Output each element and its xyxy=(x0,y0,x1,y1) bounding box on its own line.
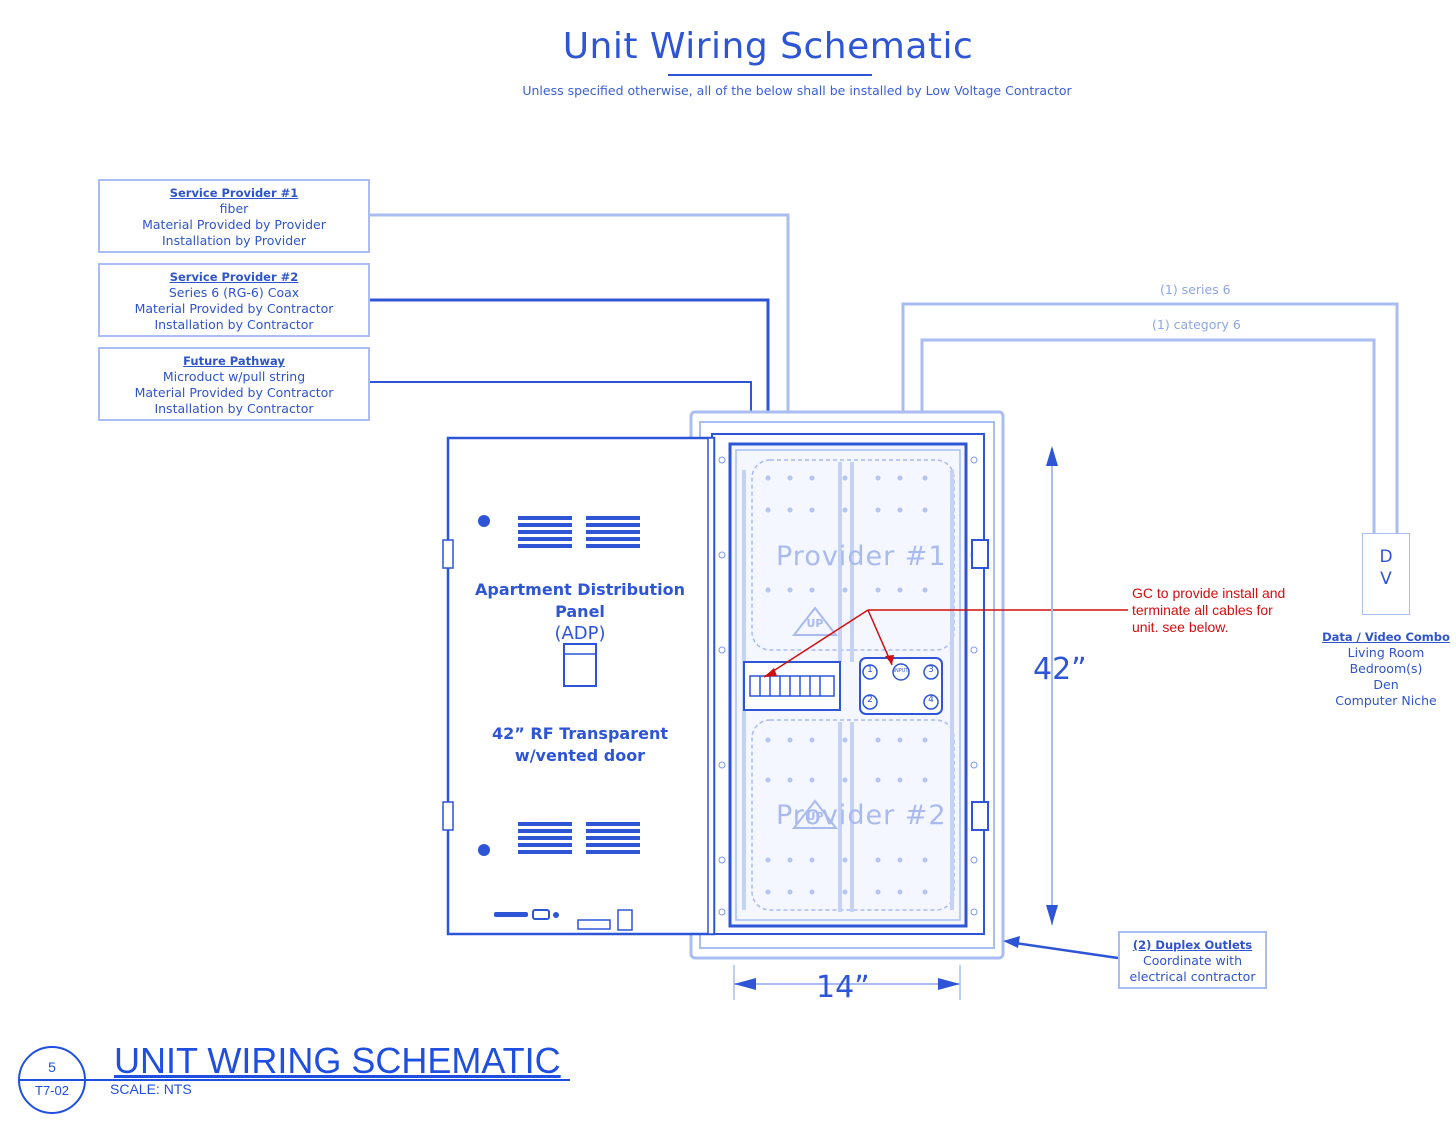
dv-letter: D xyxy=(1379,547,1393,567)
terminal-strip xyxy=(743,661,841,711)
cable-future-pathway xyxy=(370,381,752,412)
service-provider-2-heading: Service Provider #2 xyxy=(169,270,299,284)
gc-annotation-line: GC to provide install and xyxy=(1132,585,1286,601)
drawing-scale: SCALE: NTS xyxy=(110,1081,192,1097)
panel-desc-line: 42” RF Transparent xyxy=(492,724,668,743)
drawing-title: UNIT WIRING SCHEMATIC xyxy=(114,1040,561,1081)
service-provider-1-heading: Service Provider #1 xyxy=(169,186,299,200)
data-video-location: Computer Niche xyxy=(1335,693,1437,708)
data-video-location: Den xyxy=(1373,677,1399,692)
future-pathway-box: Future Pathway Microduct w/pull string M… xyxy=(98,347,370,421)
panel-name: Apartment Distribution Panel xyxy=(475,580,685,621)
up-label-2: UP xyxy=(806,810,824,823)
dv-letter: V xyxy=(1380,569,1392,589)
panel-name-block: Apartment Distribution Panel (ADP) xyxy=(452,579,708,645)
service-provider-2-box: Service Provider #2 Series 6 (RG-6) Coax… xyxy=(98,263,370,337)
schematic-title: Unit Wiring Schematic xyxy=(562,26,974,67)
service-provider-1-line: Material Provided by Provider xyxy=(142,217,326,232)
service-provider-2-line: Material Provided by Contractor xyxy=(134,301,334,316)
duplex-outlets-box: (2) Duplex Outlets Coordinate with elect… xyxy=(1118,931,1267,989)
data-video-heading: Data / Video Combo xyxy=(1322,630,1450,644)
provider-2-label: Provider #2 xyxy=(776,800,947,831)
detail-number: 5 xyxy=(48,1059,56,1075)
duplex-outlets-heading: (2) Duplex Outlets xyxy=(1132,938,1253,952)
duplex-outlets-line: Coordinate with xyxy=(1142,953,1243,968)
splitter-port: 3 xyxy=(928,665,934,675)
splitter xyxy=(859,657,943,715)
up-label-1: UP xyxy=(806,617,824,630)
provider-1-label: Provider #1 xyxy=(776,541,947,572)
service-provider-2-line: Installation by Contractor xyxy=(154,317,314,332)
sheet-number: T7-02 xyxy=(35,1083,69,1098)
splitter-input-label: INPUT xyxy=(893,668,909,674)
dimension-width-label: 14” xyxy=(816,970,870,1005)
cable-provider-2 xyxy=(370,298,770,412)
service-provider-1-box: Service Provider #1 fiber Material Provi… xyxy=(98,179,370,253)
cable-series-6 xyxy=(901,302,1399,533)
gc-annotation-line: unit. see below. xyxy=(1132,619,1229,635)
data-video-location: Living Room xyxy=(1347,645,1425,660)
provider-1-zone xyxy=(751,459,955,651)
cable-label-series-6: (1) series 6 xyxy=(1160,282,1231,297)
future-pathway-heading: Future Pathway xyxy=(183,354,285,368)
future-pathway-line: Installation by Contractor xyxy=(154,401,314,416)
future-pathway-line: Material Provided by Contractor xyxy=(134,385,334,400)
dimension-height-label: 42” xyxy=(1033,652,1087,687)
duplex-outlets-line: electrical contractor xyxy=(1129,969,1256,984)
schematic-subtitle: Unless specified otherwise, all of the b… xyxy=(522,83,1072,98)
cable-provider-1 xyxy=(370,213,790,412)
gc-annotation: GC to provide install and terminate all … xyxy=(1132,585,1285,636)
data-video-location: Bedroom(s) xyxy=(1349,661,1423,676)
detail-bubble: 5 T7-02 xyxy=(18,1046,86,1114)
cable-category-6 xyxy=(920,338,1376,533)
cable-label-category-6: (1) category 6 xyxy=(1152,317,1241,332)
service-provider-1-line: fiber xyxy=(219,201,249,216)
panel-description: 42” RF Transparent w/vented door xyxy=(452,723,708,767)
title-underline xyxy=(668,74,872,76)
data-video-outlet: D V xyxy=(1362,533,1410,615)
future-pathway-line: Microduct w/pull string xyxy=(162,369,306,384)
panel-abbr: (ADP) xyxy=(554,623,606,644)
service-provider-1-line: Installation by Provider xyxy=(162,233,306,248)
panel-desc-line: w/vented door xyxy=(514,746,646,765)
provider-2-zone xyxy=(751,719,955,911)
gc-annotation-line: terminate all cables for xyxy=(1132,602,1273,618)
splitter-port: 4 xyxy=(928,695,934,705)
service-provider-2-line: Series 6 (RG-6) Coax xyxy=(168,285,300,300)
splitter-port: 1 xyxy=(867,665,873,675)
splitter-port: 2 xyxy=(867,695,873,705)
data-video-note: Data / Video Combo Living Room Bedroom(s… xyxy=(1320,629,1452,709)
